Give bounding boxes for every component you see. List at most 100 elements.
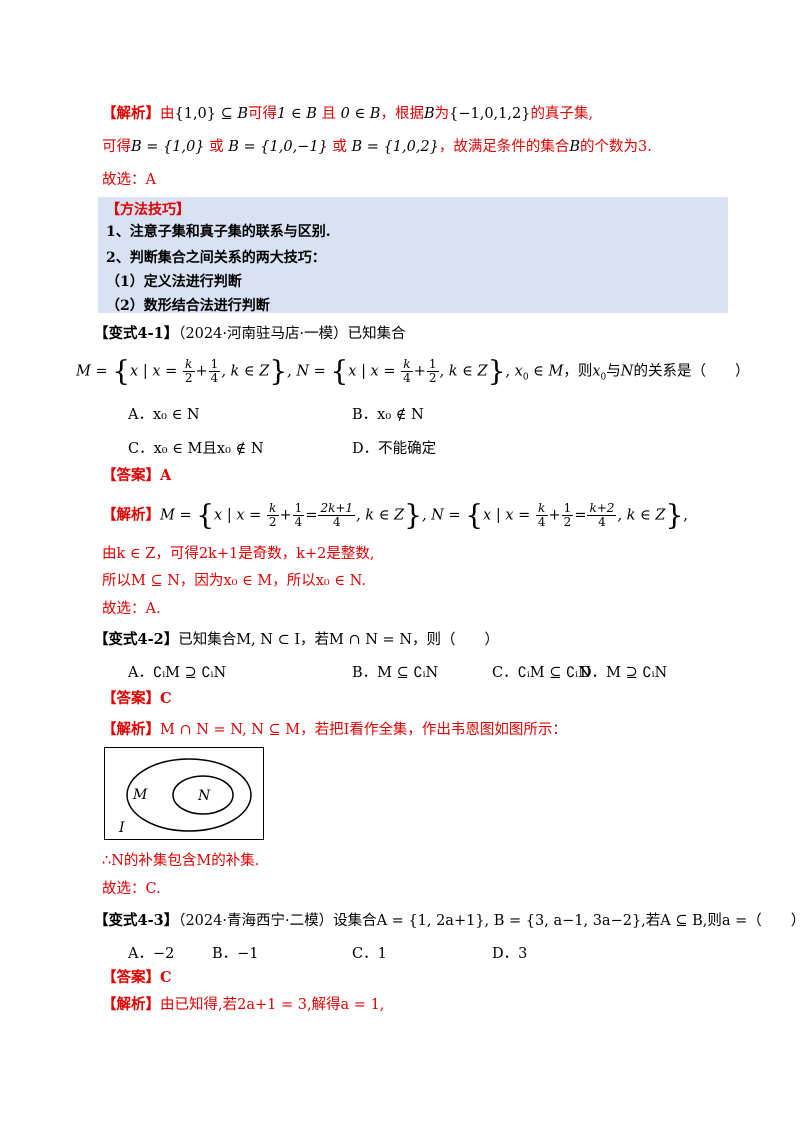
math: ∈ M (528, 363, 564, 380)
text: 为 (434, 106, 450, 122)
option-d[interactable]: D．M ⊇ ∁ᵢN (580, 665, 668, 681)
text: 且 (316, 106, 341, 122)
den: 4 (294, 515, 303, 529)
question-4-3-header: 【变式4-3】（2024·青海西宁·二模）设集合A = {1, 2a+1}, B… (94, 911, 800, 931)
option-a[interactable]: A．−2 (128, 946, 175, 962)
den: 4 (210, 371, 219, 385)
den: 4 (598, 515, 606, 529)
answer-value: C (160, 690, 172, 707)
answer-line: 【答案】C (102, 689, 172, 709)
den: 4 (332, 515, 341, 529)
question-label: 【变式4-3】 (94, 912, 179, 929)
option-d[interactable]: D．3 (492, 946, 528, 962)
math: , x (505, 363, 523, 380)
brace: } (269, 354, 288, 388)
math: B (569, 139, 581, 155)
brace: { (112, 354, 131, 388)
brace: } (665, 498, 684, 532)
text: 与 (606, 363, 621, 380)
question-stem: （2024·青海西宁·二模）设集合A = {1, 2a+1}, B = {3, … (178, 913, 800, 929)
math: N (620, 363, 634, 380)
choose-4-1: 故选：A. (102, 601, 161, 617)
option-c[interactable]: C．1 (352, 946, 387, 962)
option-b[interactable]: B．M ⊆ ∁ᵢN (352, 665, 439, 681)
method-item-3: （1）定义法进行判断 (106, 274, 242, 290)
question-stem: 已知集合M, N ⊂ I，若M ∩ N = N，则（ ） (178, 632, 500, 648)
num: k+2 (587, 501, 617, 516)
math: {−1,0,1,2} (449, 106, 531, 122)
text: 或 (327, 139, 352, 155)
question-source: （2024·河南驻马店·一模）已知集合 (178, 326, 406, 342)
analysis-label: 【解析】 (102, 996, 160, 1013)
set-m-ellipse (126, 758, 252, 832)
text: 可得 (248, 106, 278, 122)
option-a[interactable]: A．x₀ ∈ N (128, 407, 200, 423)
math: x | x = (348, 363, 401, 380)
brace: { (465, 498, 484, 532)
math: , k ∈ Z (221, 363, 270, 380)
method-title: 【方法技巧】 (106, 202, 190, 218)
option-c[interactable]: C．∁ᵢM ⊆ ∁ᵢN (492, 665, 591, 681)
math: ⊆ B (216, 106, 249, 122)
question-label: 【变式4-2】 (94, 631, 179, 648)
option-b[interactable]: B．−1 (212, 946, 259, 962)
answer-value: C (160, 969, 172, 986)
den: 2 (428, 371, 437, 385)
choose-4-2: 故选：C. (102, 881, 161, 897)
analysis-label: 【解析】 (102, 721, 160, 738)
text: 的真子集, (530, 106, 594, 122)
math: x | x = (483, 507, 535, 524)
method-tips-box: 【方法技巧】 1、注意子集和真子集的联系与区别. 2、判断集合之间关系的两大技巧… (98, 197, 728, 314)
answer-label: 【答案】 (102, 467, 160, 484)
text: C．x₀ ∈ M (128, 441, 203, 457)
math: , N = (421, 507, 466, 524)
question-label: 【变式4-1】 (94, 325, 179, 342)
analysis-4-1-line-3: 所以M ⊆ N，因为x₀ ∈ M，所以x₀ ∈ N. (102, 573, 367, 589)
option-d[interactable]: D．不能确定 (352, 441, 437, 457)
option-b[interactable]: B．x₀ ∉ N (352, 407, 424, 423)
math: B = {1,0,2} (351, 139, 439, 155)
analysis-4-1-line-2: 由k ∈ Z，可得2k+1是奇数，k+2是整数, (102, 546, 375, 562)
venn-diagram: M N I (104, 747, 264, 840)
option-a[interactable]: A．∁ᵢM ⊇ ∁ᵢN (128, 665, 227, 681)
analysis-4-3-line: 【解析】由已知得,若2a+1 = 3,解得a = 1, (102, 995, 384, 1015)
num: 1 (292, 501, 305, 516)
set-n-ellipse (172, 775, 234, 815)
num: 2k+1 (318, 501, 356, 516)
math: M = (76, 363, 113, 380)
brace: { (196, 498, 215, 532)
label-m: M (132, 787, 148, 803)
math: , k ∈ Z (356, 507, 405, 524)
text: ，故满足条件的集合 (438, 139, 570, 155)
conclusion-4-2: ∴N的补集包含M的补集. (102, 853, 260, 869)
choose-line-1: 故选：A (102, 172, 156, 188)
text: 且 (202, 441, 217, 457)
label-i: I (118, 820, 125, 836)
den: 2 (268, 515, 277, 529)
answer-value: A (160, 467, 172, 484)
answer-line: 【答案】A (102, 466, 171, 486)
math: , N = (287, 363, 331, 380)
text: 的关系是（ ） (633, 363, 750, 380)
num: 1 (208, 357, 221, 372)
label-n: N (197, 788, 211, 804)
text: ，根据 (380, 106, 424, 122)
num: k (535, 502, 548, 516)
option-c[interactable]: C．x₀ ∈ M且x₀ ∉ N (128, 437, 264, 458)
question-4-1-header: 【变式4-1】（2024·河南驻马店·一模）已知集合 (94, 324, 406, 344)
method-item-4: （2）数形结合法进行判断 (106, 298, 270, 314)
analysis-4-2-line: 【解析】M ∩ N = N, N ⊆ M，若把I看作全集，作出韦恩图如图所示： (102, 720, 567, 740)
math: M = (160, 507, 197, 524)
analysis-text: M ∩ N = N, N ⊆ M，若把I看作全集，作出韦恩图如图所示： (160, 722, 567, 738)
